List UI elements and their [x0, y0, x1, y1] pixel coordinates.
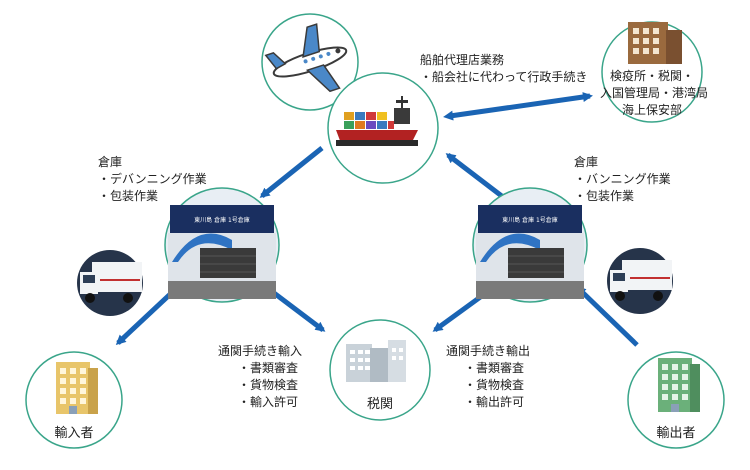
authorities-node [601, 21, 703, 123]
import-customs-item: ・輸入許可 [238, 395, 299, 409]
exporter-building-icon [658, 358, 700, 412]
left-warehouse-item: ・包装作業 [98, 189, 159, 203]
import-customs-text: 通関手続き輸入 ・書類審査 ・貨物検査 ・輸入許可 [218, 343, 302, 411]
authorities-line: 海上保安部 [621, 103, 682, 117]
arrow-left-warehouse-customs [264, 285, 326, 332]
authorities-text: 検疫所・税関・ 入国管理局・港湾局 海上保安部 [600, 68, 709, 119]
importer-building-icon [56, 362, 98, 414]
container-ship-icon [336, 96, 418, 146]
right-warehouse-node: 東川島 倉庫 1号倉庫 [472, 187, 588, 303]
authorities-line: 入国管理局・港湾局 [600, 86, 709, 100]
import-customs-item: ・貨物検査 [238, 378, 299, 392]
svg-text:東川島 倉庫 1号倉庫: 東川島 倉庫 1号倉庫 [502, 216, 558, 224]
export-customs-item: ・書類審査 [464, 361, 525, 375]
government-building-icon [628, 22, 682, 64]
customs-label: 税関 [367, 397, 393, 412]
authorities-line: 検疫所・税関・ [609, 69, 694, 83]
export-customs-item: ・輸出許可 [464, 395, 525, 409]
arrow-ship-to-left-warehouse [259, 146, 324, 198]
warehouse-photo-left: 東川島 倉庫 1号倉庫 [168, 205, 276, 299]
import-customs-title: 通関手続き輸入 [218, 344, 303, 358]
customs-building-icon [346, 340, 406, 382]
arrow-ship-authorities [443, 92, 593, 121]
export-customs-title: 通関手続き輸出 [446, 344, 531, 358]
left-warehouse-item: ・デバンニング作業 [98, 172, 207, 186]
airplane-node [261, 13, 359, 111]
airplane-icon [264, 23, 348, 93]
importer-label: 輸入者 [54, 426, 93, 441]
right-warehouse-title: 倉庫 [574, 155, 599, 169]
left-warehouse-text: 倉庫 ・デバンニング作業 ・包装作業 [98, 154, 207, 205]
export-customs-item: ・貨物検査 [464, 378, 525, 392]
agency-item: ・船会社に代わって行政手続き [420, 70, 588, 84]
left-warehouse-title: 倉庫 [98, 155, 123, 169]
import-customs-item: ・書類審査 [238, 361, 299, 375]
agency-title: 船舶代理店業務 [420, 53, 505, 67]
arrow-right-warehouse-to-ship [445, 153, 505, 199]
agency-text: 船舶代理店業務 ・船会社に代わって行政手続き [420, 52, 587, 86]
customs-node: 税関 [329, 319, 431, 421]
importer-node: 輸入者 [25, 351, 123, 449]
exporter-node: 輸出者 [627, 351, 725, 449]
export-customs-text: 通関手続き輸出 ・書類審査 ・貨物検査 ・輸出許可 [446, 343, 530, 411]
container-ship-node [327, 72, 439, 184]
right-warehouse-item: ・包装作業 [574, 189, 635, 203]
left-warehouse-node: 東川島 倉庫 1号倉庫 [164, 187, 280, 303]
truck-photo-right [607, 248, 673, 314]
svg-text:東川島 倉庫 1号倉庫: 東川島 倉庫 1号倉庫 [194, 216, 250, 224]
truck-photo-left [77, 250, 143, 316]
right-warehouse-text: 倉庫 ・バンニング作業 ・包装作業 [574, 154, 671, 205]
exporter-label: 輸出者 [656, 426, 695, 441]
arrow-exporter-to-right-warehouse [575, 285, 639, 347]
warehouse-photo-right: 東川島 倉庫 1号倉庫 [476, 205, 584, 299]
right-warehouse-item: ・バンニング作業 [574, 172, 671, 186]
